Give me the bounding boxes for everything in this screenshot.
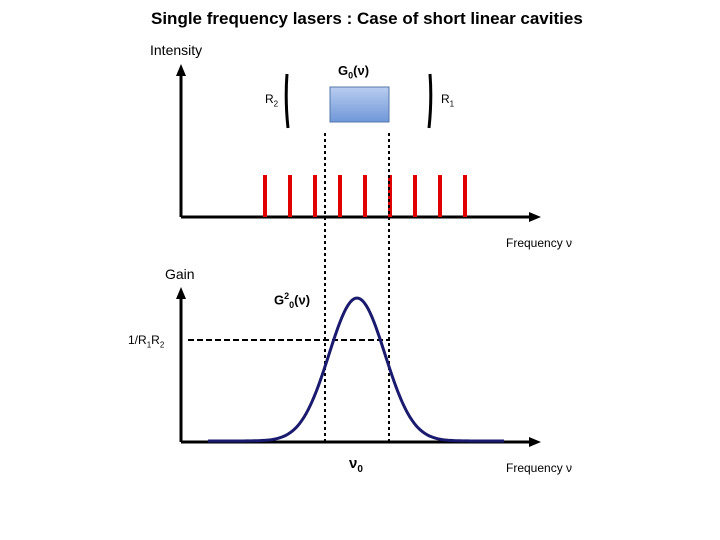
top-axes (176, 64, 541, 222)
mirror-r2 (284, 73, 290, 129)
mirror-r1 (427, 73, 433, 129)
page-title: Single frequency lasers : Case of short … (151, 9, 583, 28)
threshold-label: 1/R1R2 (128, 333, 165, 350)
gain-curve-label: G20(ν) (274, 291, 311, 310)
x-axis-label-top: Frequency ν (506, 236, 573, 250)
gain-curve (208, 296, 504, 443)
bottom-axes (176, 287, 541, 447)
x-axis-label-bottom: Frequency ν (506, 461, 573, 475)
y-axis-arrow-icon (176, 64, 186, 76)
x-axis-arrow-icon (529, 212, 541, 222)
x-axis-arrow-icon (529, 437, 541, 447)
mirror-r1-label: R1 (441, 92, 455, 109)
y-axis-label-gain: Gain (165, 266, 195, 282)
cavity-modes (263, 175, 467, 217)
y-axis-arrow-icon (176, 287, 186, 299)
mirror-r2-label: R2 (265, 92, 279, 109)
center-frequency-label: ν0 (349, 455, 363, 475)
y-axis-label-intensity: Intensity (150, 42, 203, 58)
gain-medium-block (329, 86, 390, 123)
gain-element-label: G0(ν) (338, 63, 370, 81)
